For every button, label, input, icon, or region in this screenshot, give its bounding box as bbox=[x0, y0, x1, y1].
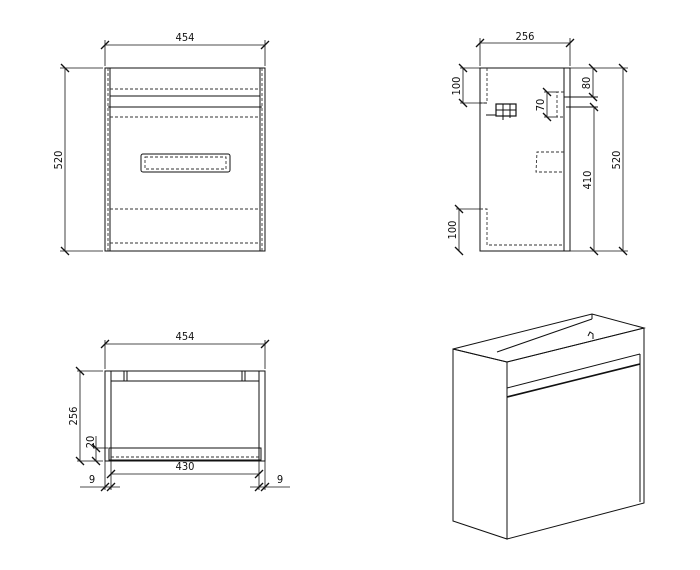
handle bbox=[140, 153, 231, 173]
dim-top-offset: 80 bbox=[580, 77, 593, 90]
hardware-icon bbox=[486, 103, 517, 120]
dim-right-side: 9 bbox=[277, 473, 283, 486]
bracket-icon bbox=[587, 331, 594, 339]
front-view: 454 520 bbox=[52, 31, 270, 256]
side-view: 256 100 100 70 80 410 520 bbox=[446, 30, 628, 256]
dim-plan-width: 454 bbox=[176, 330, 195, 343]
dim-door-height: 410 bbox=[581, 171, 594, 190]
isometric-view bbox=[452, 313, 646, 540]
dim-front-width: 454 bbox=[176, 31, 195, 44]
dim-plan-depth: 256 bbox=[67, 407, 80, 426]
dim-side-top-gap: 100 bbox=[450, 77, 463, 96]
dim-bracket: 70 bbox=[534, 99, 547, 112]
dim-front-height: 520 bbox=[52, 151, 65, 170]
dim-side-bottom-gap: 100 bbox=[446, 221, 459, 240]
dim-side-height: 520 bbox=[610, 151, 623, 170]
dim-left-side: 9 bbox=[89, 473, 95, 486]
dim-side-depth: 256 bbox=[516, 30, 535, 43]
dim-base-height: 20 bbox=[84, 436, 97, 449]
dim-inner-width: 430 bbox=[176, 460, 195, 473]
plan-view: 454 256 20 430 9 9 bbox=[67, 330, 290, 492]
